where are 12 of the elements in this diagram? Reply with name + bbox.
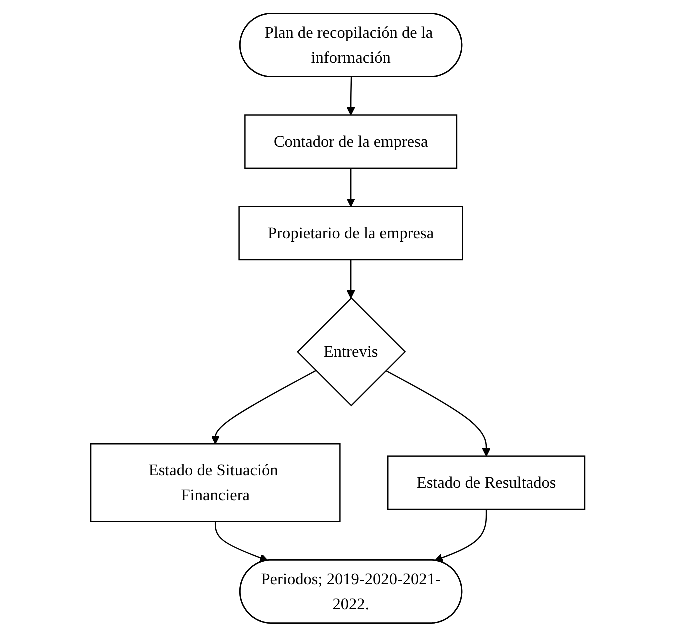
arrow bbox=[346, 77, 356, 116]
arrow bbox=[386, 370, 491, 457]
arrow bbox=[346, 260, 356, 299]
node-box: Estado de Situación Financiera bbox=[90, 444, 341, 522]
arrow bbox=[346, 168, 356, 208]
node-box: Contador de la empresa bbox=[244, 114, 458, 170]
arrow bbox=[434, 510, 488, 562]
node-box: Estado de Resultados bbox=[387, 456, 586, 510]
arrow bbox=[211, 370, 316, 444]
node-diamond: Entrevis bbox=[296, 297, 406, 407]
node-box: Propietario de la empresa bbox=[238, 206, 464, 261]
arrow bbox=[214, 522, 268, 562]
